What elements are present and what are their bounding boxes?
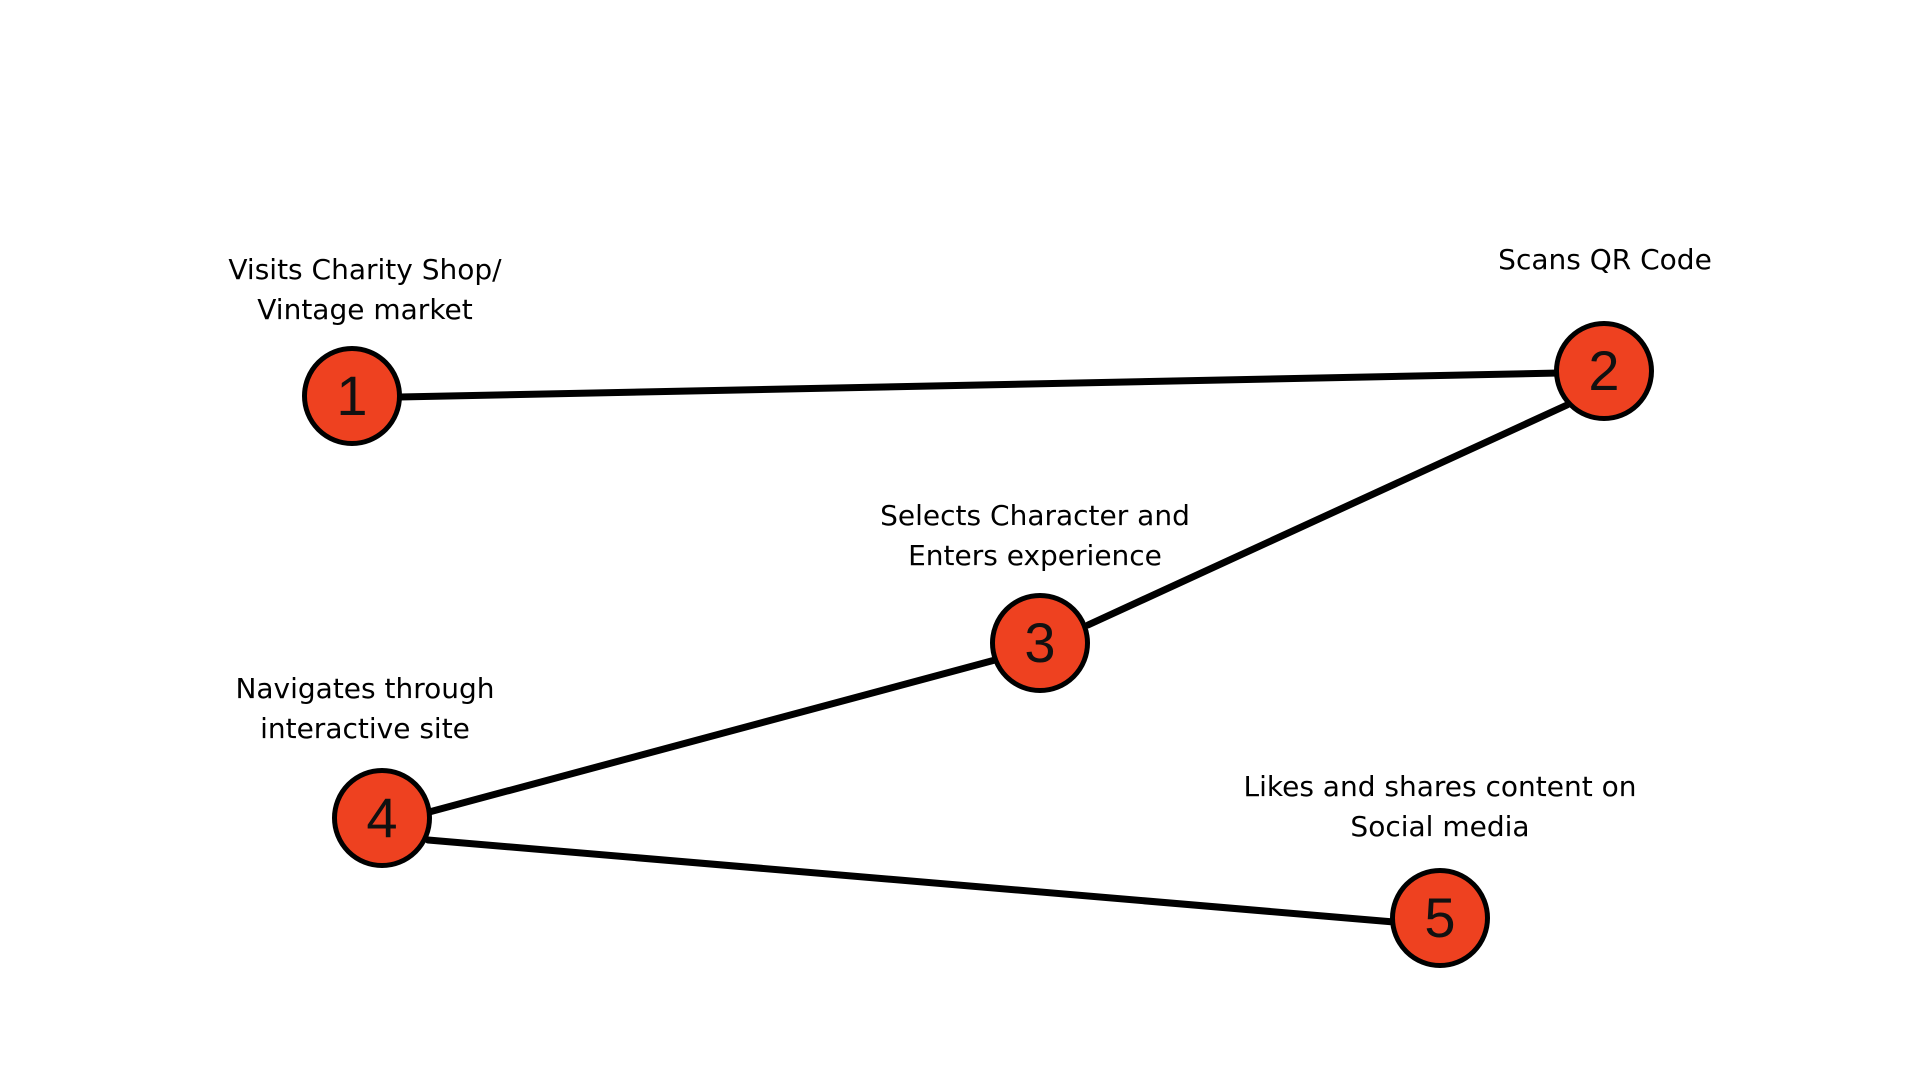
step-node-5: 5	[1390, 868, 1490, 968]
step-node-4: 4	[332, 768, 432, 868]
step-node-3: 3	[990, 593, 1090, 693]
connector-1-2	[349, 368, 1611, 402]
connector-4-5	[424, 836, 1398, 926]
step-label-4: Navigates through interactive site	[235, 672, 495, 745]
connector-2-3	[1084, 401, 1571, 629]
step-node-2: 2	[1554, 321, 1654, 421]
step-label-3: Selects Character and Enters experience	[880, 499, 1190, 572]
step-label-1: Visits Charity Shop/ Vintage market	[228, 253, 502, 326]
step-node-1: 1	[302, 346, 402, 446]
step-label-2: Scans QR Code	[1498, 243, 1712, 276]
connector-3-4	[414, 656, 999, 819]
step-label-5: Likes and shares content on Social media	[1243, 770, 1637, 843]
